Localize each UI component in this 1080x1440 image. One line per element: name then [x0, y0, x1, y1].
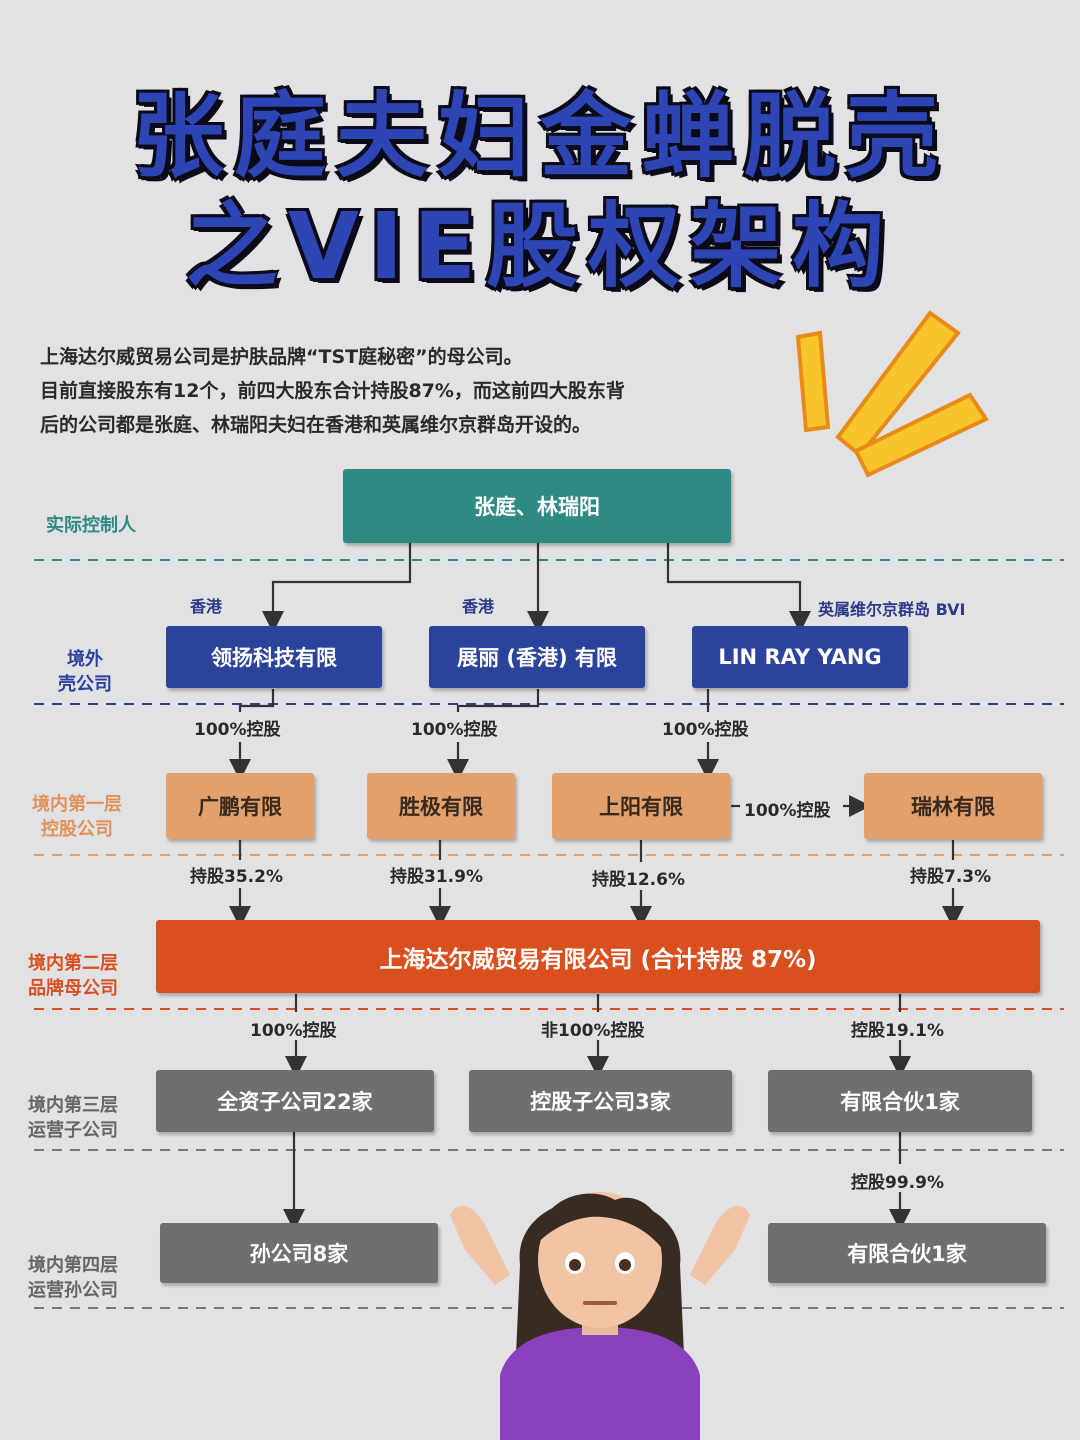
offshore-company-lingyang: 领扬科技有限 — [166, 626, 382, 688]
holding-percent: 持股31.9% — [390, 867, 483, 887]
edge-label: 100%控股 — [250, 1021, 337, 1041]
brand-parent-company: 上海达尔威贸易有限公司 (合计持股 87%) — [156, 920, 1040, 993]
region-label-hk: 香港 — [462, 597, 495, 616]
holding-company-shangyang: 上阳有限 — [552, 773, 730, 839]
holding-percent: 持股7.3% — [910, 867, 992, 887]
edge-label-shangyang-ruilin: 100%控股 — [744, 801, 831, 821]
intro-text: 上海达尔威贸易公司是护肤品牌“TST庭秘密”的母公司。 目前直接股东有12个，前… — [40, 340, 740, 442]
holding-company-shengji: 胜极有限 — [367, 773, 515, 839]
subsidiaries-wholly-owned: 全资子公司22家 — [156, 1070, 434, 1132]
holding-percent: 持股35.2% — [190, 867, 283, 887]
controller-box: 张庭、林瑞阳 — [343, 469, 731, 543]
intro-line: 后的公司都是张庭、林瑞阳夫妇在香港和英属维尔京群岛开设的。 — [40, 414, 592, 436]
region-label-hk: 香港 — [190, 597, 223, 616]
intro-line: 上海达尔威贸易公司是护肤品牌“TST庭秘密”的母公司。 — [40, 346, 523, 368]
edge-label: 控股99.9% — [851, 1173, 944, 1193]
limited-partnership-fourth: 有限合伙1家 — [768, 1223, 1046, 1283]
holding-company-ruilin: 瑞林有限 — [864, 773, 1042, 839]
edge-label: 非100%控股 — [541, 1021, 645, 1041]
burst-lines-icon — [795, 310, 989, 478]
offshore-company-zhanli: 展丽 (香港) 有限 — [429, 626, 645, 688]
shrugging-woman-icon — [450, 1192, 750, 1440]
level-label-second: 境内第二层 品牌母公司 — [28, 953, 118, 999]
region-label-bvi: 英属维尔京群岛 BVI — [818, 600, 966, 619]
page-title-line-1: 张庭夫妇金蝉脱壳 — [131, 83, 948, 190]
level-label-fourth: 境内第四层 运营孙公司 — [28, 1255, 118, 1301]
edge-label: 100%控股 — [194, 720, 281, 740]
grandchild-companies: 孙公司8家 — [160, 1223, 438, 1283]
offshore-company-lin-ray-yang: LIN RAY YANG — [692, 626, 908, 688]
holding-company-guangpeng: 广鹏有限 — [166, 773, 314, 839]
limited-partnership: 有限合伙1家 — [768, 1070, 1032, 1132]
level-label-first: 境内第一层 控股公司 — [32, 794, 122, 840]
edge-label: 控股19.1% — [851, 1021, 944, 1041]
level-label-controller: 实际控制人 — [46, 515, 136, 536]
holding-percent: 持股12.6% — [592, 870, 685, 890]
subsidiaries-controlled: 控股子公司3家 — [469, 1070, 732, 1132]
level-label-offshore: 境外 壳公司 — [58, 649, 112, 695]
intro-line: 目前直接股东有12个，前四大股东合计持股87%，而这前四大股东背 — [40, 380, 625, 402]
level-label-third: 境内第三层 运营子公司 — [28, 1095, 118, 1141]
page-title-line-2: 之VIE股权架构 — [185, 193, 895, 300]
edge-label: 100%控股 — [411, 720, 498, 740]
edge-label: 100%控股 — [662, 720, 749, 740]
